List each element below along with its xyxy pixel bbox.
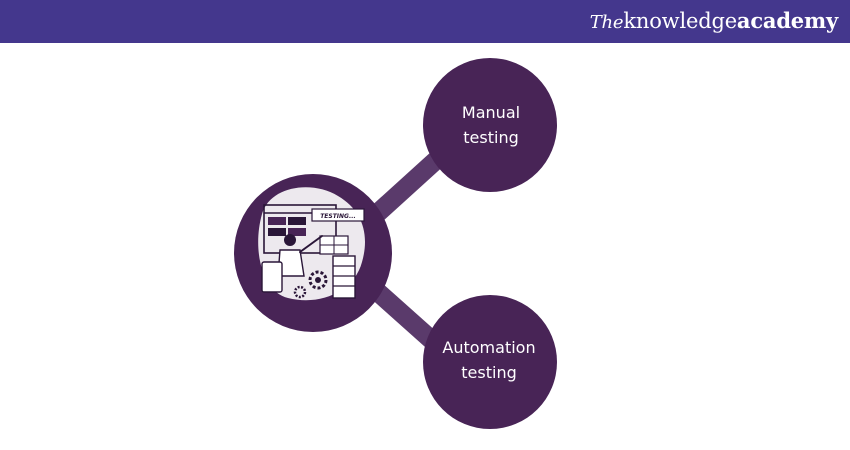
brand-academy: Academy <box>736 8 838 33</box>
node-automation-line2: testing <box>461 363 517 382</box>
node-automation-circle <box>423 295 557 429</box>
node-manual-label: Manual testing <box>431 100 551 150</box>
header-bar: TheKnowledgeAcademy <box>0 0 850 43</box>
node-manual-circle <box>423 58 557 192</box>
node-automation-line1: Automation <box>442 338 536 357</box>
brand-logo: TheKnowledgeAcademy <box>590 8 838 36</box>
hub-icon-text: TESTING... <box>320 213 356 220</box>
testing-illustration-icon: TESTING... <box>258 187 365 301</box>
brand-knowledge: Knowledge <box>623 9 737 33</box>
connector-top <box>363 144 452 228</box>
node-manual-line2: testing <box>463 128 519 147</box>
node-automation-label: Automation testing <box>429 335 549 385</box>
node-manual-line1: Manual <box>461 103 521 122</box>
brand-the: The <box>589 12 624 33</box>
